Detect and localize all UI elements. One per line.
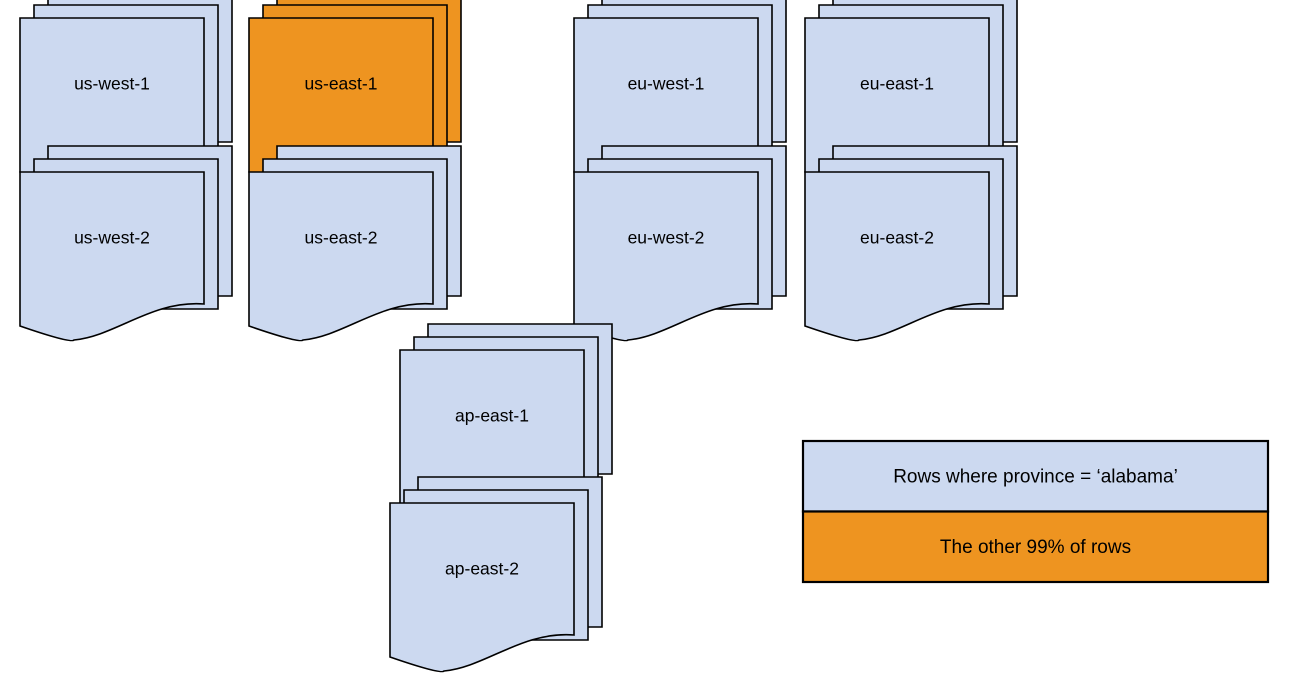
legend-row-legend-blue: Rows where province = ‘alabama’ — [801, 439, 1270, 513]
region-stack-us-west-2[interactable]: us-west-2 — [19, 145, 233, 342]
region-label-eu-east-2: eu-east-2 — [860, 228, 934, 248]
document-sheet-front-us-east-2 — [248, 171, 434, 342]
region-stack-eu-west-1[interactable]: eu-west-1 — [573, 0, 787, 188]
legend-row-legend-orange: The other 99% of rows — [801, 510, 1270, 584]
region-stack-ap-east-2[interactable]: ap-east-2 — [389, 476, 603, 673]
region-stack-eu-east-1[interactable]: eu-east-1 — [804, 0, 1018, 188]
region-stack-eu-east-2[interactable]: eu-east-2 — [804, 145, 1018, 342]
region-stack-us-east-2[interactable]: us-east-2 — [248, 145, 462, 342]
region-label-eu-east-1: eu-east-1 — [860, 74, 934, 94]
legend: Rows where province = ‘alabama’ The other… — [801, 439, 1270, 584]
legend-swatch-legend-orange — [801, 510, 1270, 584]
region-label-eu-west-1: eu-west-1 — [628, 74, 705, 94]
legend-label-legend-blue: Rows where province = ‘alabama’ — [893, 466, 1178, 487]
legend-label-legend-orange: The other 99% of rows — [940, 537, 1131, 558]
document-sheet-front-us-west-2 — [19, 171, 205, 342]
region-stack-eu-west-2[interactable]: eu-west-2 — [573, 145, 787, 342]
document-sheet-front-eu-west-2 — [573, 171, 759, 342]
region-label-ap-east-1: ap-east-1 — [455, 406, 529, 426]
region-stacks-layer: us-west-1 us-east-1 eu-west-1 eu-east-1 us-w… — [19, 0, 1018, 673]
region-stack-us-east-1[interactable]: us-east-1 — [248, 0, 462, 188]
region-label-us-west-2: us-west-2 — [74, 228, 150, 248]
document-sheet-front-ap-east-2 — [389, 502, 575, 673]
document-sheet-front-eu-east-2 — [804, 171, 990, 342]
legend-swatch-legend-blue — [801, 439, 1270, 513]
region-label-ap-east-2: ap-east-2 — [445, 559, 519, 579]
region-label-us-east-2: us-east-2 — [305, 228, 378, 248]
region-label-us-east-1: us-east-1 — [305, 74, 378, 94]
region-label-us-west-1: us-west-1 — [74, 74, 150, 94]
region-label-eu-west-2: eu-west-2 — [628, 228, 705, 248]
region-stack-us-west-1[interactable]: us-west-1 — [19, 0, 233, 188]
